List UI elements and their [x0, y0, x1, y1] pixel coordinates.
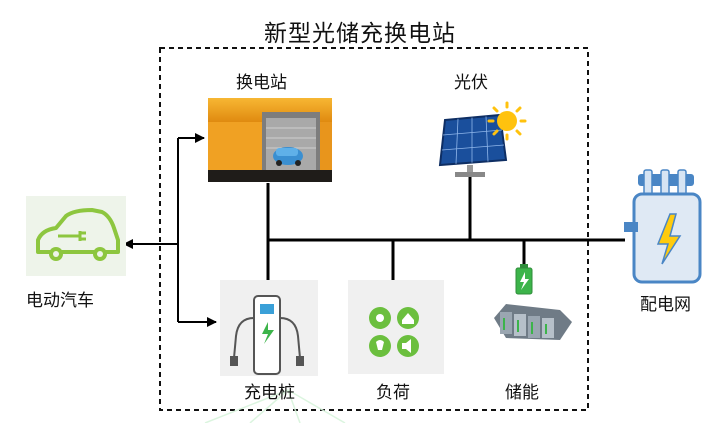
load-label: 负荷: [376, 383, 410, 403]
charging-pile-label: 充电桩: [244, 383, 295, 403]
swap-station-image: [208, 98, 332, 182]
grid-label: 配电网: [640, 295, 691, 315]
electric-car-icon: [26, 196, 126, 276]
pv-label: 光伏: [454, 73, 488, 93]
charging-pile-image: [220, 280, 318, 376]
load-icons-image: [348, 280, 444, 374]
storage-label: 储能: [505, 383, 539, 403]
swap-station-label: 换电站: [236, 73, 287, 93]
transformer-image: [624, 169, 702, 284]
station-boundary: [159, 47, 589, 411]
energy-storage-image: [494, 264, 572, 340]
diagram-title: 新型光储充换电站: [264, 21, 456, 47]
ev-label: 电动汽车: [26, 291, 94, 311]
solar-panel-image: [438, 101, 527, 177]
faint-rays: [204, 389, 346, 423]
